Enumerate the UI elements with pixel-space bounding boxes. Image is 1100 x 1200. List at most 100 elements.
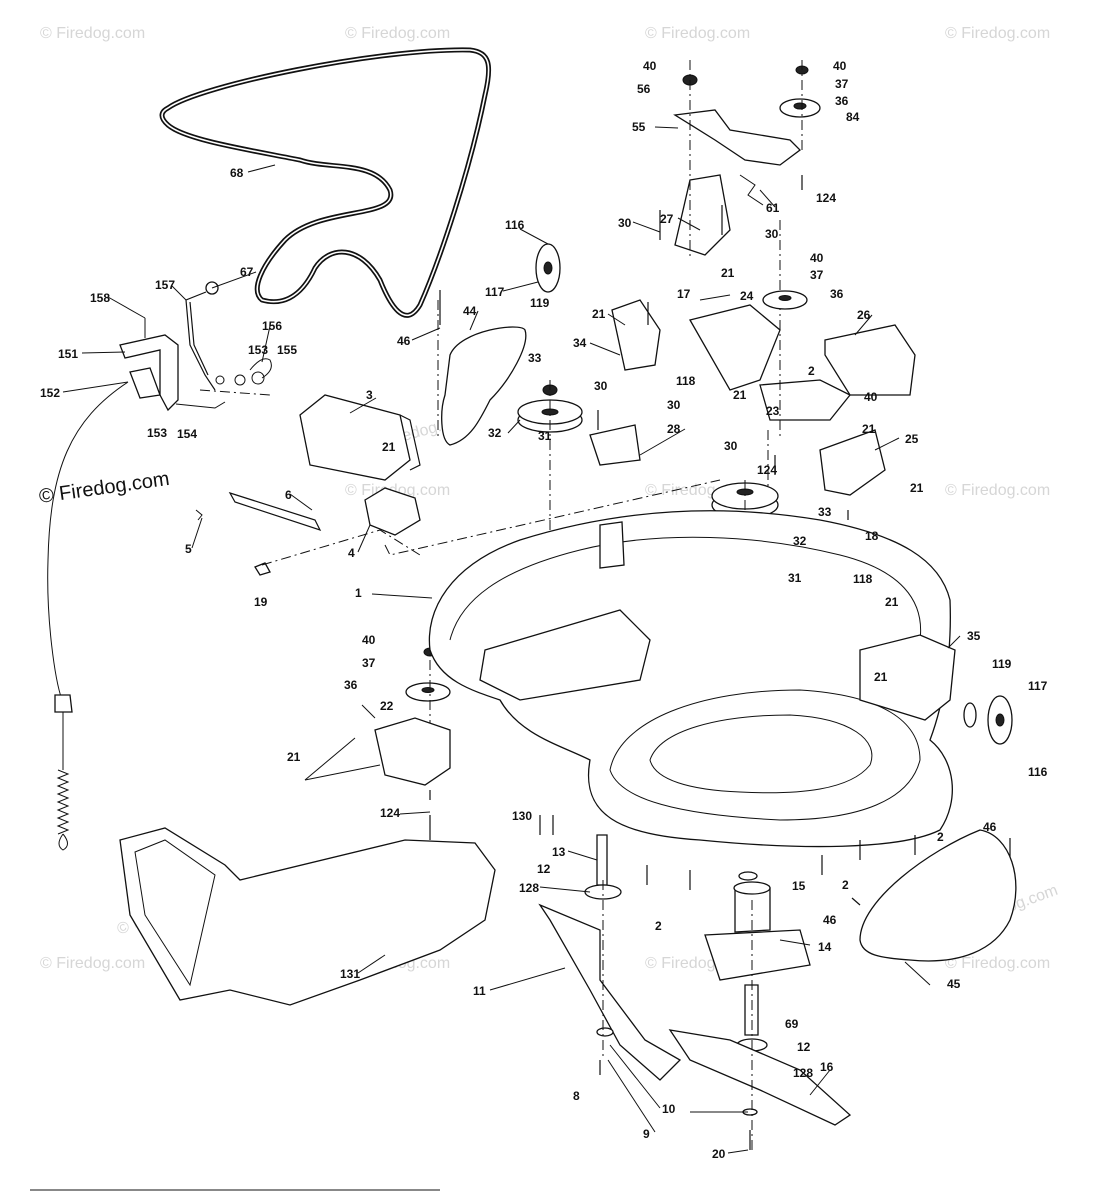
part-label: 36 — [344, 678, 358, 692]
part-label: 155 — [277, 343, 297, 357]
part-label: 30 — [765, 227, 779, 241]
part-label: 34 — [573, 336, 587, 350]
part-label: 32 — [793, 534, 807, 548]
part-label: 28 — [667, 422, 681, 436]
part-label: 5 — [185, 542, 192, 556]
part-label: 4 — [348, 546, 355, 560]
copyright-notice: © Firedog.com — [38, 468, 171, 508]
leader-lines — [62, 126, 961, 1154]
watermark: © Firedog.com — [40, 25, 145, 42]
part-label: 30 — [618, 216, 632, 230]
part-label: 68 — [230, 166, 244, 180]
part-label: 157 — [155, 278, 175, 292]
part-label: 2 — [937, 830, 944, 844]
part-label: 10 — [662, 1102, 676, 1116]
part-label: 27 — [660, 212, 674, 226]
watermark: © Firedog.com — [345, 482, 450, 499]
part-label: 12 — [797, 1040, 811, 1054]
part-label: 21 — [910, 481, 924, 495]
part-label: 21 — [862, 422, 876, 436]
part-label: 18 — [865, 529, 879, 543]
part-label: 2 — [842, 878, 849, 892]
part-label: 21 — [733, 388, 747, 402]
part-label: 8 — [573, 1089, 580, 1103]
engagement-lever-assembly — [47, 281, 272, 851]
part-label: 118 — [853, 572, 873, 586]
part-label: 117 — [485, 285, 505, 299]
part-label: 35 — [967, 629, 981, 643]
part-label: 152 — [40, 386, 60, 400]
part-label: 15 — [792, 879, 806, 893]
part-label: 31 — [538, 429, 552, 443]
part-label: 154 — [177, 427, 197, 441]
part-label: 37 — [835, 77, 849, 91]
part-label: 130 — [512, 809, 532, 823]
part-label: 14 — [818, 940, 832, 954]
part-label: 124 — [757, 463, 777, 477]
part-label: 30 — [594, 379, 608, 393]
part-label: 23 — [766, 404, 780, 418]
part-label: 22 — [380, 699, 394, 713]
part-label: 40 — [833, 59, 847, 73]
watermark: © Firedog.com — [945, 482, 1050, 499]
part-label: 44 — [463, 304, 477, 318]
part-label: 124 — [816, 191, 836, 205]
part-label: 118 — [676, 374, 696, 388]
part-labels: 68 67 157 158 151 153 156 155 152 153 15… — [40, 59, 1048, 1161]
part-label: 119 — [992, 657, 1012, 671]
part-label: 153 — [248, 343, 268, 357]
part-label: 33 — [528, 351, 542, 365]
part-label: 26 — [857, 308, 871, 322]
part-label: 21 — [592, 307, 606, 321]
part-label: 116 — [505, 218, 525, 232]
blade-spindle-assembly — [538, 834, 852, 1150]
part-label: 61 — [766, 201, 780, 215]
watermark: © Firedog.com — [945, 25, 1050, 42]
part-label: 19 — [254, 595, 268, 609]
watermark: © Firedog.com — [645, 25, 750, 42]
watermark: © Firedog.com — [945, 955, 1050, 972]
part-label: 36 — [835, 94, 849, 108]
part-label: 3 — [366, 388, 373, 402]
discharge-chute — [119, 827, 496, 1006]
part-label: 16 — [820, 1060, 834, 1074]
part-label: 156 — [262, 319, 282, 333]
part-label: 21 — [382, 440, 396, 454]
part-label: 21 — [874, 670, 888, 684]
pulleys — [405, 243, 1013, 780]
belt-guard — [441, 326, 527, 446]
part-label: 1 — [355, 586, 362, 600]
part-label: 69 — [785, 1017, 799, 1031]
part-label: 32 — [488, 426, 502, 440]
part-label: 33 — [818, 505, 832, 519]
part-label: 55 — [632, 120, 646, 134]
part-label: 56 — [637, 82, 651, 96]
part-label: 84 — [846, 110, 860, 124]
part-label: 40 — [362, 633, 376, 647]
front-hanger-parts — [195, 394, 721, 576]
watermark: © Firedog.com — [345, 25, 450, 42]
part-label: 2 — [808, 364, 815, 378]
part-label: 21 — [885, 595, 899, 609]
part-label: 25 — [905, 432, 919, 446]
part-label: 40 — [643, 59, 657, 73]
part-label: 128 — [793, 1066, 813, 1080]
part-label: 21 — [287, 750, 301, 764]
part-label: 119 — [530, 296, 550, 310]
fasteners — [429, 175, 1011, 906]
part-label: 2 — [655, 919, 662, 933]
part-label: 9 — [643, 1127, 650, 1141]
part-label: 40 — [810, 251, 824, 265]
part-label: 151 — [58, 347, 78, 361]
part-label: 128 — [519, 881, 539, 895]
part-label: 17 — [677, 287, 691, 301]
part-label: 131 — [340, 967, 360, 981]
part-label: 30 — [724, 439, 738, 453]
part-label: 31 — [788, 571, 802, 585]
part-label: 40 — [864, 390, 878, 404]
part-label: 46 — [983, 820, 997, 834]
part-label: 124 — [380, 806, 400, 820]
drive-belt — [159, 47, 492, 318]
part-label: 46 — [397, 334, 411, 348]
